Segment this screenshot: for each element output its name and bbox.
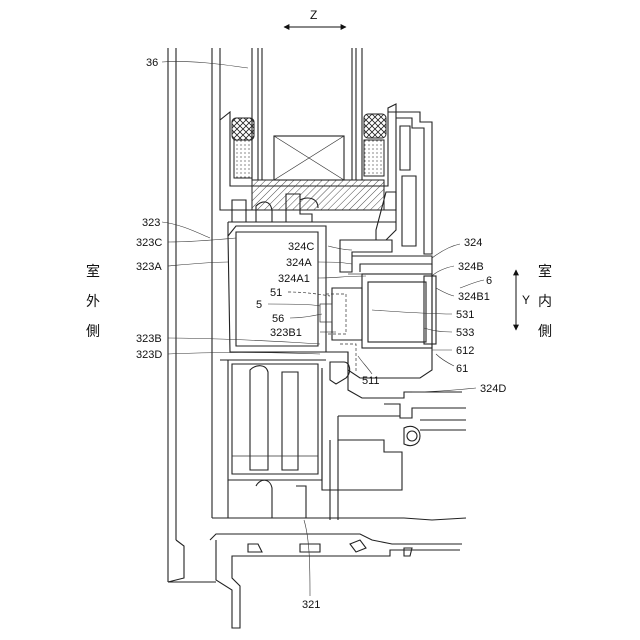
label-323B: 323B: [136, 333, 162, 345]
label-511: 511: [362, 375, 380, 387]
label-56: 56: [272, 313, 284, 325]
outer-frame: [168, 48, 220, 582]
glass-unit: [232, 48, 386, 180]
label-324D: 324D: [480, 383, 506, 395]
label-321: 321: [302, 599, 320, 611]
indoor-char-2: 内: [538, 294, 552, 310]
z-axis-label: Z: [310, 8, 317, 22]
y-axis-indicator: Y: [516, 270, 530, 330]
outdoor-char-1: 室: [86, 263, 100, 280]
label-5: 5: [256, 299, 262, 311]
indoor-frame-324: [340, 112, 432, 378]
label-323C: 323C: [136, 237, 162, 249]
label-324A1: 324A1: [278, 273, 310, 285]
label-324A: 324A: [286, 257, 312, 269]
y-axis-label: Y: [522, 293, 530, 307]
label-323B1: 323B1: [270, 327, 302, 339]
label-323: 323: [142, 217, 160, 229]
label-531: 531: [456, 309, 474, 321]
label-61: 61: [456, 363, 468, 375]
outdoor-char-2: 外: [86, 294, 100, 310]
indoor-char-3: 側: [538, 324, 552, 340]
outdoor-side-label: 室 外 側: [86, 263, 100, 340]
label-612: 612: [456, 345, 474, 357]
label-324C: 324C: [288, 241, 314, 253]
reference-labels: 36 323 323C 323A 323B 323D 324 324C 324A…: [136, 57, 506, 611]
label-51: 51: [270, 287, 282, 299]
label-324B1: 324B1: [458, 291, 490, 303]
label-36: 36: [146, 57, 158, 69]
label-6: 6: [486, 275, 492, 287]
z-axis-indicator: Z: [284, 8, 346, 27]
lower-frame: [322, 352, 466, 520]
label-533: 533: [456, 327, 474, 339]
indoor-char-1: 室: [538, 263, 552, 280]
indoor-side-label: 室 内 側: [538, 263, 552, 340]
outdoor-char-3: 側: [86, 324, 100, 340]
inner-bracket: [320, 274, 436, 372]
label-323D: 323D: [136, 349, 162, 361]
label-324B: 324B: [458, 261, 484, 273]
label-324: 324: [464, 237, 482, 249]
label-323A: 323A: [136, 261, 162, 273]
